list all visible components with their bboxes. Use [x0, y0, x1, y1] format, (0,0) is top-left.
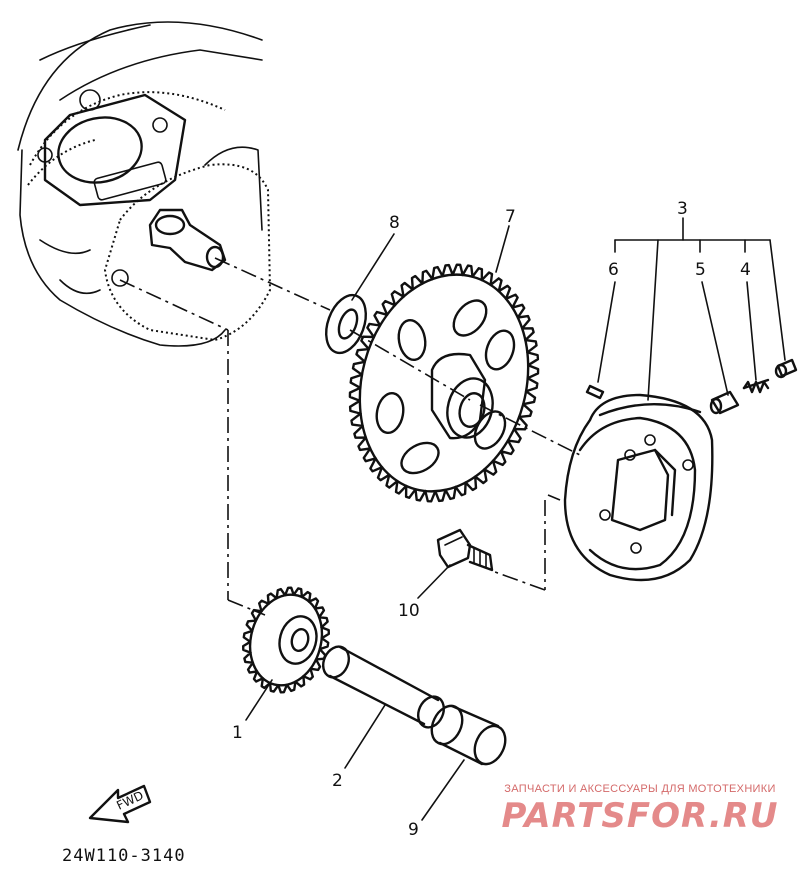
callout-5: 5: [695, 260, 706, 280]
part-1-idler-gear: [242, 586, 330, 694]
callout-7: 7: [505, 207, 516, 227]
callout-9: 9: [408, 820, 419, 840]
part-5-roller: [709, 390, 740, 415]
engine-crankcase: [17, 21, 272, 347]
fwd-arrow-icon: FWD: [88, 784, 152, 824]
assembly-axis-lines: [119, 257, 581, 616]
part-7-starter-gear: [348, 263, 540, 503]
gear-7-teeth: [348, 263, 540, 503]
part-4-spring: [742, 358, 798, 394]
diagram-part-code: 24W110-3140: [62, 846, 186, 866]
callout-2: 2: [332, 771, 343, 791]
part-8-washer: [325, 293, 367, 355]
callout-10: 10: [398, 601, 420, 621]
callout-6: 6: [608, 260, 619, 280]
part-3-starter-clutch: [563, 393, 714, 582]
watermark-logo: PARTSFOR.RU: [501, 796, 779, 836]
callout-8: 8: [389, 213, 400, 233]
callout-3: 3: [677, 199, 688, 219]
part-6-pin: [585, 384, 605, 400]
part-10-bolt: [436, 528, 494, 572]
part-9-collar: [430, 704, 507, 766]
watermark-tagline: ЗАПЧАСТИ И АКСЕССУАРЫ ДЛЯ МОТОТЕХНИКИ: [504, 783, 776, 795]
callout-leaders: [245, 217, 786, 821]
callout-4: 4: [740, 260, 751, 280]
part-2-shaft: [321, 645, 446, 729]
callout-1: 1: [232, 723, 243, 743]
